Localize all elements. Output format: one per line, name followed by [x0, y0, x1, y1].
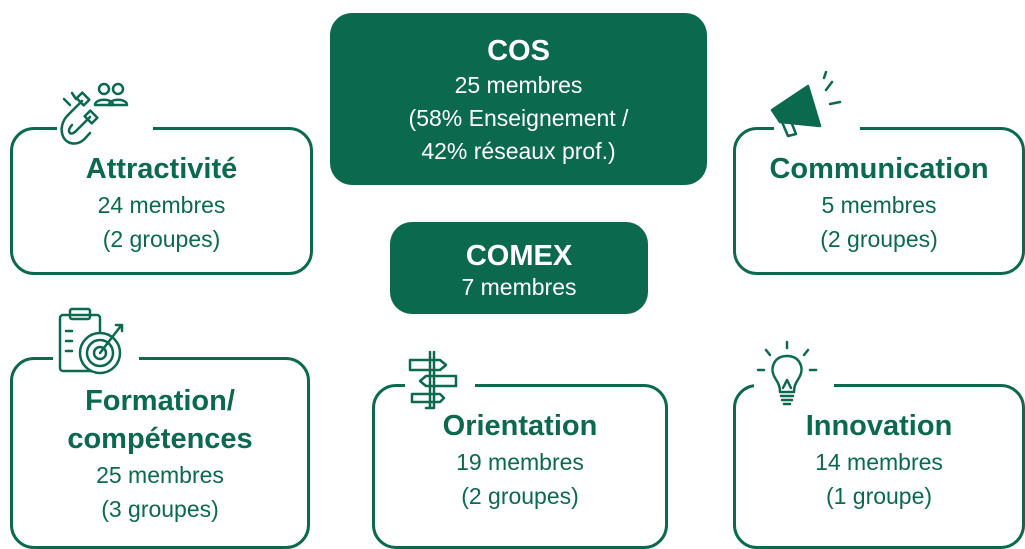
orientation-title: Orientation [442, 410, 598, 442]
megaphone-icon [764, 70, 844, 142]
magnet-people-icon [52, 73, 136, 155]
innovation-box: Innovation 14 membres (1 groupe) [733, 383, 1025, 549]
comex-box: COMEX 7 membres [390, 222, 648, 314]
cos-box: COS 25 membres (58% Enseignement / 42% r… [330, 13, 707, 185]
cos-breakdown-line1: (58% Enseignement / [408, 105, 629, 131]
attractivite-box: Attractivité 24 membres (2 groupes) [10, 126, 313, 275]
communication-title: Communication [769, 153, 989, 185]
attractivite-members: 24 membres [97, 192, 226, 218]
communication-members: 5 membres [821, 192, 937, 218]
orientation-groups: (2 groupes) [461, 483, 579, 509]
formation-members: 25 membres [96, 462, 224, 488]
orientation-box: Orientation 19 membres (2 groupes) [372, 383, 668, 549]
signpost-icon [400, 348, 464, 412]
innovation-members: 14 membres [815, 449, 943, 475]
cos-breakdown-line2: 42% réseaux prof.) [421, 138, 616, 164]
comex-title: COMEX [465, 240, 573, 272]
formation-title-line2: compétences [67, 423, 253, 455]
orientation-members: 19 membres [456, 449, 584, 475]
attractivite-title: Attractivité [85, 153, 238, 185]
formation-groups: (3 groupes) [101, 496, 219, 522]
attractivite-groups: (2 groupes) [102, 226, 221, 252]
formation-title-line1: Formation/ [85, 385, 235, 417]
formation-box: Formation/ compétences 25 membres (3 gro… [10, 356, 310, 549]
communication-box: Communication 5 membres (2 groupes) [733, 126, 1025, 275]
clipboard-target-icon [52, 305, 132, 381]
cos-title: COS [487, 35, 550, 67]
innovation-groups: (1 groupe) [825, 483, 933, 509]
lightbulb-icon [752, 338, 822, 412]
comex-members: 7 membres [461, 274, 577, 300]
cos-members: 25 membres [454, 72, 583, 98]
communication-groups: (2 groupes) [820, 226, 938, 252]
innovation-title: Innovation [805, 410, 953, 442]
